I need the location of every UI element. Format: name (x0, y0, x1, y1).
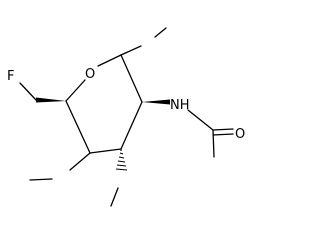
bond-c3-c4 (89, 148, 122, 154)
bond-ring-o-c1 (97, 54, 122, 67)
wedge-c2-nh (142, 99, 170, 105)
bond-ring-o-c5 (65, 79, 86, 102)
bond-c1-omethoxy (120, 45, 142, 56)
bond-ch2-f (19, 82, 37, 101)
bond-carbonyl-methyl (212, 129, 215, 158)
bond-c4-c5 (65, 100, 91, 154)
bond-c4-omethoxy-methyl (29, 178, 53, 181)
bond-carbonyl-double-b (212, 133, 234, 136)
bond-omethoxy-methyl (154, 27, 167, 38)
bond-c1-c2 (120, 54, 143, 103)
fluorine-label: F (7, 69, 14, 84)
bond-nh-carbonyl-c (187, 109, 214, 131)
bond-carbonyl-double-a (212, 128, 234, 131)
bond-c4-omethoxy (69, 152, 91, 171)
nh-label: NH (170, 98, 190, 113)
carbonyl-oxygen-label: O (235, 127, 245, 142)
bond-c3-omethoxy-methyl (110, 187, 119, 207)
bond-c2-c3 (120, 101, 143, 150)
ring-oxygen-label: O (85, 67, 95, 82)
structure-diagram: O F NH O (7, 27, 245, 207)
hash-c3-omethoxy (115, 149, 128, 171)
wedge-c5-ch2 (36, 97, 66, 103)
